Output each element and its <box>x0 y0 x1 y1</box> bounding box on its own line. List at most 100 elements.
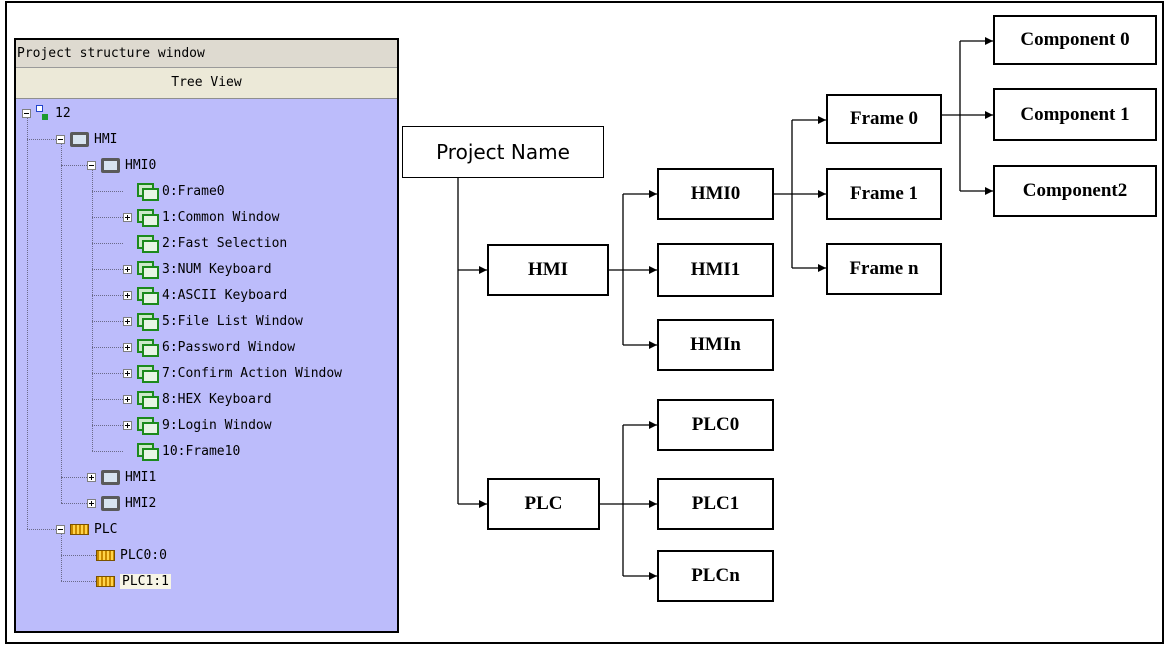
plc-icon <box>96 575 115 587</box>
tree-node-label: HMI0 <box>125 157 157 173</box>
expand-icon[interactable] <box>123 212 132 222</box>
monitor-icon <box>70 131 89 147</box>
tree-node[interactable]: 2:Fast Selection <box>137 230 287 256</box>
tree-node[interactable]: 12 <box>22 100 71 126</box>
collapse-icon[interactable] <box>87 160 96 170</box>
component2-box: Component2 <box>993 165 1157 217</box>
tree-node[interactable]: 5:File List Window <box>123 308 303 334</box>
tree-node[interactable]: PLC1:1 <box>96 568 171 594</box>
expand-icon[interactable] <box>123 290 132 300</box>
expand-icon[interactable] <box>123 394 132 404</box>
frame-icon <box>137 443 159 461</box>
frame-icon <box>137 261 159 279</box>
tree-guide-line <box>61 165 87 166</box>
tree-guide-line <box>61 503 87 504</box>
expand-icon[interactable] <box>87 472 96 482</box>
tree-node[interactable]: 1:Common Window <box>123 204 279 230</box>
tree-guide-line <box>92 451 123 452</box>
expand-icon[interactable] <box>123 342 132 352</box>
tab-tree-view[interactable]: Tree View <box>16 68 397 99</box>
frame0-box: Frame 0 <box>826 94 942 144</box>
collapse-icon[interactable] <box>56 524 65 534</box>
tree-node[interactable]: 4:ASCII Keyboard <box>123 282 287 308</box>
tree-node-label: 6:Password Window <box>162 339 296 355</box>
tree-node[interactable]: HMI <box>56 126 117 152</box>
frame-icon <box>137 391 159 409</box>
tree-node-label: 1:Common Window <box>162 209 280 225</box>
plc-icon <box>70 523 89 535</box>
plc-box: PLC <box>487 478 600 530</box>
component1-box: Component 1 <box>993 88 1157 141</box>
tree-guide-line <box>27 139 56 140</box>
tree-node[interactable]: HMI1 <box>87 464 156 490</box>
tree-node[interactable]: 3:NUM Keyboard <box>123 256 272 282</box>
frame-icon <box>137 287 159 305</box>
tree-guide-line <box>61 139 62 503</box>
tree-node-label: 8:HEX Keyboard <box>162 391 272 407</box>
tree-guide-line <box>92 425 123 426</box>
tree-guide-line <box>27 113 28 529</box>
hmin-box: HMIn <box>657 319 774 371</box>
expand-icon[interactable] <box>123 264 132 274</box>
tree-node-label: 9:Login Window <box>162 417 272 433</box>
tree-guide-line <box>61 581 96 582</box>
frame-icon <box>137 313 159 331</box>
tree-guide-line <box>92 399 123 400</box>
plc1-box: PLC1 <box>657 478 774 530</box>
tree-node[interactable]: PLC <box>56 516 117 542</box>
project-name-box: Project Name <box>402 126 604 178</box>
hmi-box: HMI <box>487 244 609 296</box>
tree-node-label: 0:Frame0 <box>162 183 225 199</box>
tree-guide-line <box>92 269 123 270</box>
tree-guide-line <box>92 321 123 322</box>
frame-icon <box>137 235 159 253</box>
monitor-icon <box>101 157 120 173</box>
tree-guide-line <box>92 191 123 192</box>
tree-guide-line <box>92 243 123 244</box>
tree-node-label: 4:ASCII Keyboard <box>162 287 288 303</box>
tree-node-label: 3:NUM Keyboard <box>162 261 272 277</box>
tree-node[interactable]: 10:Frame10 <box>137 438 240 464</box>
tree-node[interactable]: HMI2 <box>87 490 156 516</box>
tree-node[interactable]: HMI0 <box>87 152 156 178</box>
framen-box: Frame n <box>826 243 942 295</box>
tree-node-label: PLC1:1 <box>120 573 171 589</box>
tree-node-label: PLC0:0 <box>120 547 167 563</box>
tree-node[interactable]: PLC0:0 <box>96 542 167 568</box>
tree-guide-line <box>92 347 123 348</box>
tree-node[interactable]: 0:Frame0 <box>137 178 225 204</box>
tree-node[interactable]: 6:Password Window <box>123 334 295 360</box>
tree-node-label: 12 <box>55 105 71 121</box>
tree-guide-line <box>27 529 56 530</box>
expand-icon[interactable] <box>87 498 96 508</box>
tree-node[interactable]: 7:Confirm Action Window <box>123 360 342 386</box>
tree-guide-line <box>92 373 123 374</box>
hmi0-box: HMI0 <box>657 168 774 220</box>
tree-node-label: 7:Confirm Action Window <box>162 365 343 381</box>
plc-icon <box>96 549 115 561</box>
component0-box: Component 0 <box>993 15 1157 65</box>
collapse-icon[interactable] <box>56 134 65 144</box>
tree-node[interactable]: 8:HEX Keyboard <box>123 386 272 412</box>
hmi1-box: HMI1 <box>657 243 774 297</box>
tree-node-label: PLC <box>94 521 118 537</box>
tree-node[interactable]: 9:Login Window <box>123 412 272 438</box>
tree-guide-line <box>61 477 87 478</box>
tree-guide-line <box>61 555 96 556</box>
expand-icon[interactable] <box>123 368 132 378</box>
tree-node-label: 10:Frame10 <box>162 443 241 459</box>
collapse-icon[interactable] <box>22 108 31 118</box>
frame1-box: Frame 1 <box>826 168 942 220</box>
expand-icon[interactable] <box>123 420 132 430</box>
tree-guide-line <box>92 165 93 451</box>
tree-node-label: 5:File List Window <box>162 313 303 329</box>
window-title: Project structure window <box>16 40 397 68</box>
frame-icon <box>137 417 159 435</box>
tree-node-label: HMI1 <box>125 469 157 485</box>
expand-icon[interactable] <box>123 316 132 326</box>
frame-icon <box>137 183 159 201</box>
tree-node-label: HMI2 <box>125 495 157 511</box>
